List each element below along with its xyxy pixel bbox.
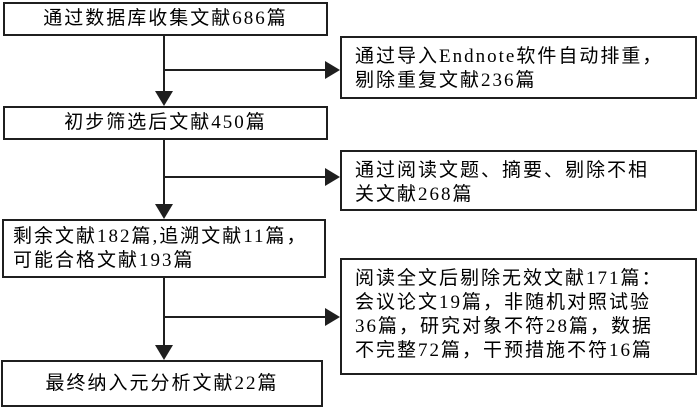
arrow-line-collected-to-screened (163, 36, 165, 92)
box-text-line: 关文献268篇 (355, 184, 474, 205)
arrowhead-right-icon (325, 61, 340, 79)
box-text-line: 剔除重复文献236篇 (355, 70, 537, 91)
arrow-line-remaining-to-final (163, 278, 165, 346)
box-fulltext-exclusion: 阅读全文后剔除无效文献171篇： 会议论文19篇，非随机对照试验 36篇，研究对… (340, 258, 697, 375)
box-text-line: 会议论文19篇，非随机对照试验 (355, 292, 652, 313)
arrow-line-screened-to-remaining (163, 140, 165, 205)
arrowhead-down-icon (155, 91, 173, 106)
box-remaining-literature: 剩余文献182篇,追溯文献11篇， 可能合格文献193篇 (2, 219, 326, 278)
box-initial-screening: 初步筛选后文献450篇 (3, 106, 328, 140)
box-title-abstract-exclusion: 通过阅读文题、摘要、剔除不相 关文献268篇 (340, 150, 697, 211)
box-text-line: 通过导入Endnote软件自动排重， (355, 46, 664, 67)
arrowhead-down-icon (155, 204, 173, 219)
arrow-line-to-dedup-exclusion (164, 69, 326, 71)
arrow-line-to-title-abstract-exclusion (164, 176, 326, 178)
box-text-line: 阅读全文后剔除无效文献171篇： (355, 268, 663, 289)
box-text-line: 可能合格文献193篇 (13, 250, 195, 271)
arrowhead-right-icon (325, 168, 340, 186)
box-dedup-exclusion: 通过导入Endnote软件自动排重， 剔除重复文献236篇 (340, 36, 697, 99)
box-text-line: 36篇，研究对象不符28篇，数据 (355, 316, 654, 337)
box-final-included: 最终纳入元分析文献22篇 (1, 360, 323, 407)
arrowhead-down-icon (155, 345, 173, 360)
box-text-line: 剩余文献182篇,追溯文献11篇， (13, 226, 308, 247)
box-collected-literature: 通过数据库收集文献686篇 (3, 2, 328, 36)
box-text-line: 不完整72篇，干预措施不符16篇 (355, 340, 654, 361)
arrow-line-to-fulltext-exclusion (164, 316, 326, 318)
box-text-line: 初步筛选后文献450篇 (64, 112, 267, 133)
arrowhead-right-icon (325, 308, 340, 326)
box-text-line: 通过阅读文题、摘要、剔除不相 (355, 160, 650, 181)
box-text-line: 通过数据库收集文献686篇 (43, 8, 288, 29)
box-text-line: 最终纳入元分析文献22篇 (45, 372, 279, 394)
